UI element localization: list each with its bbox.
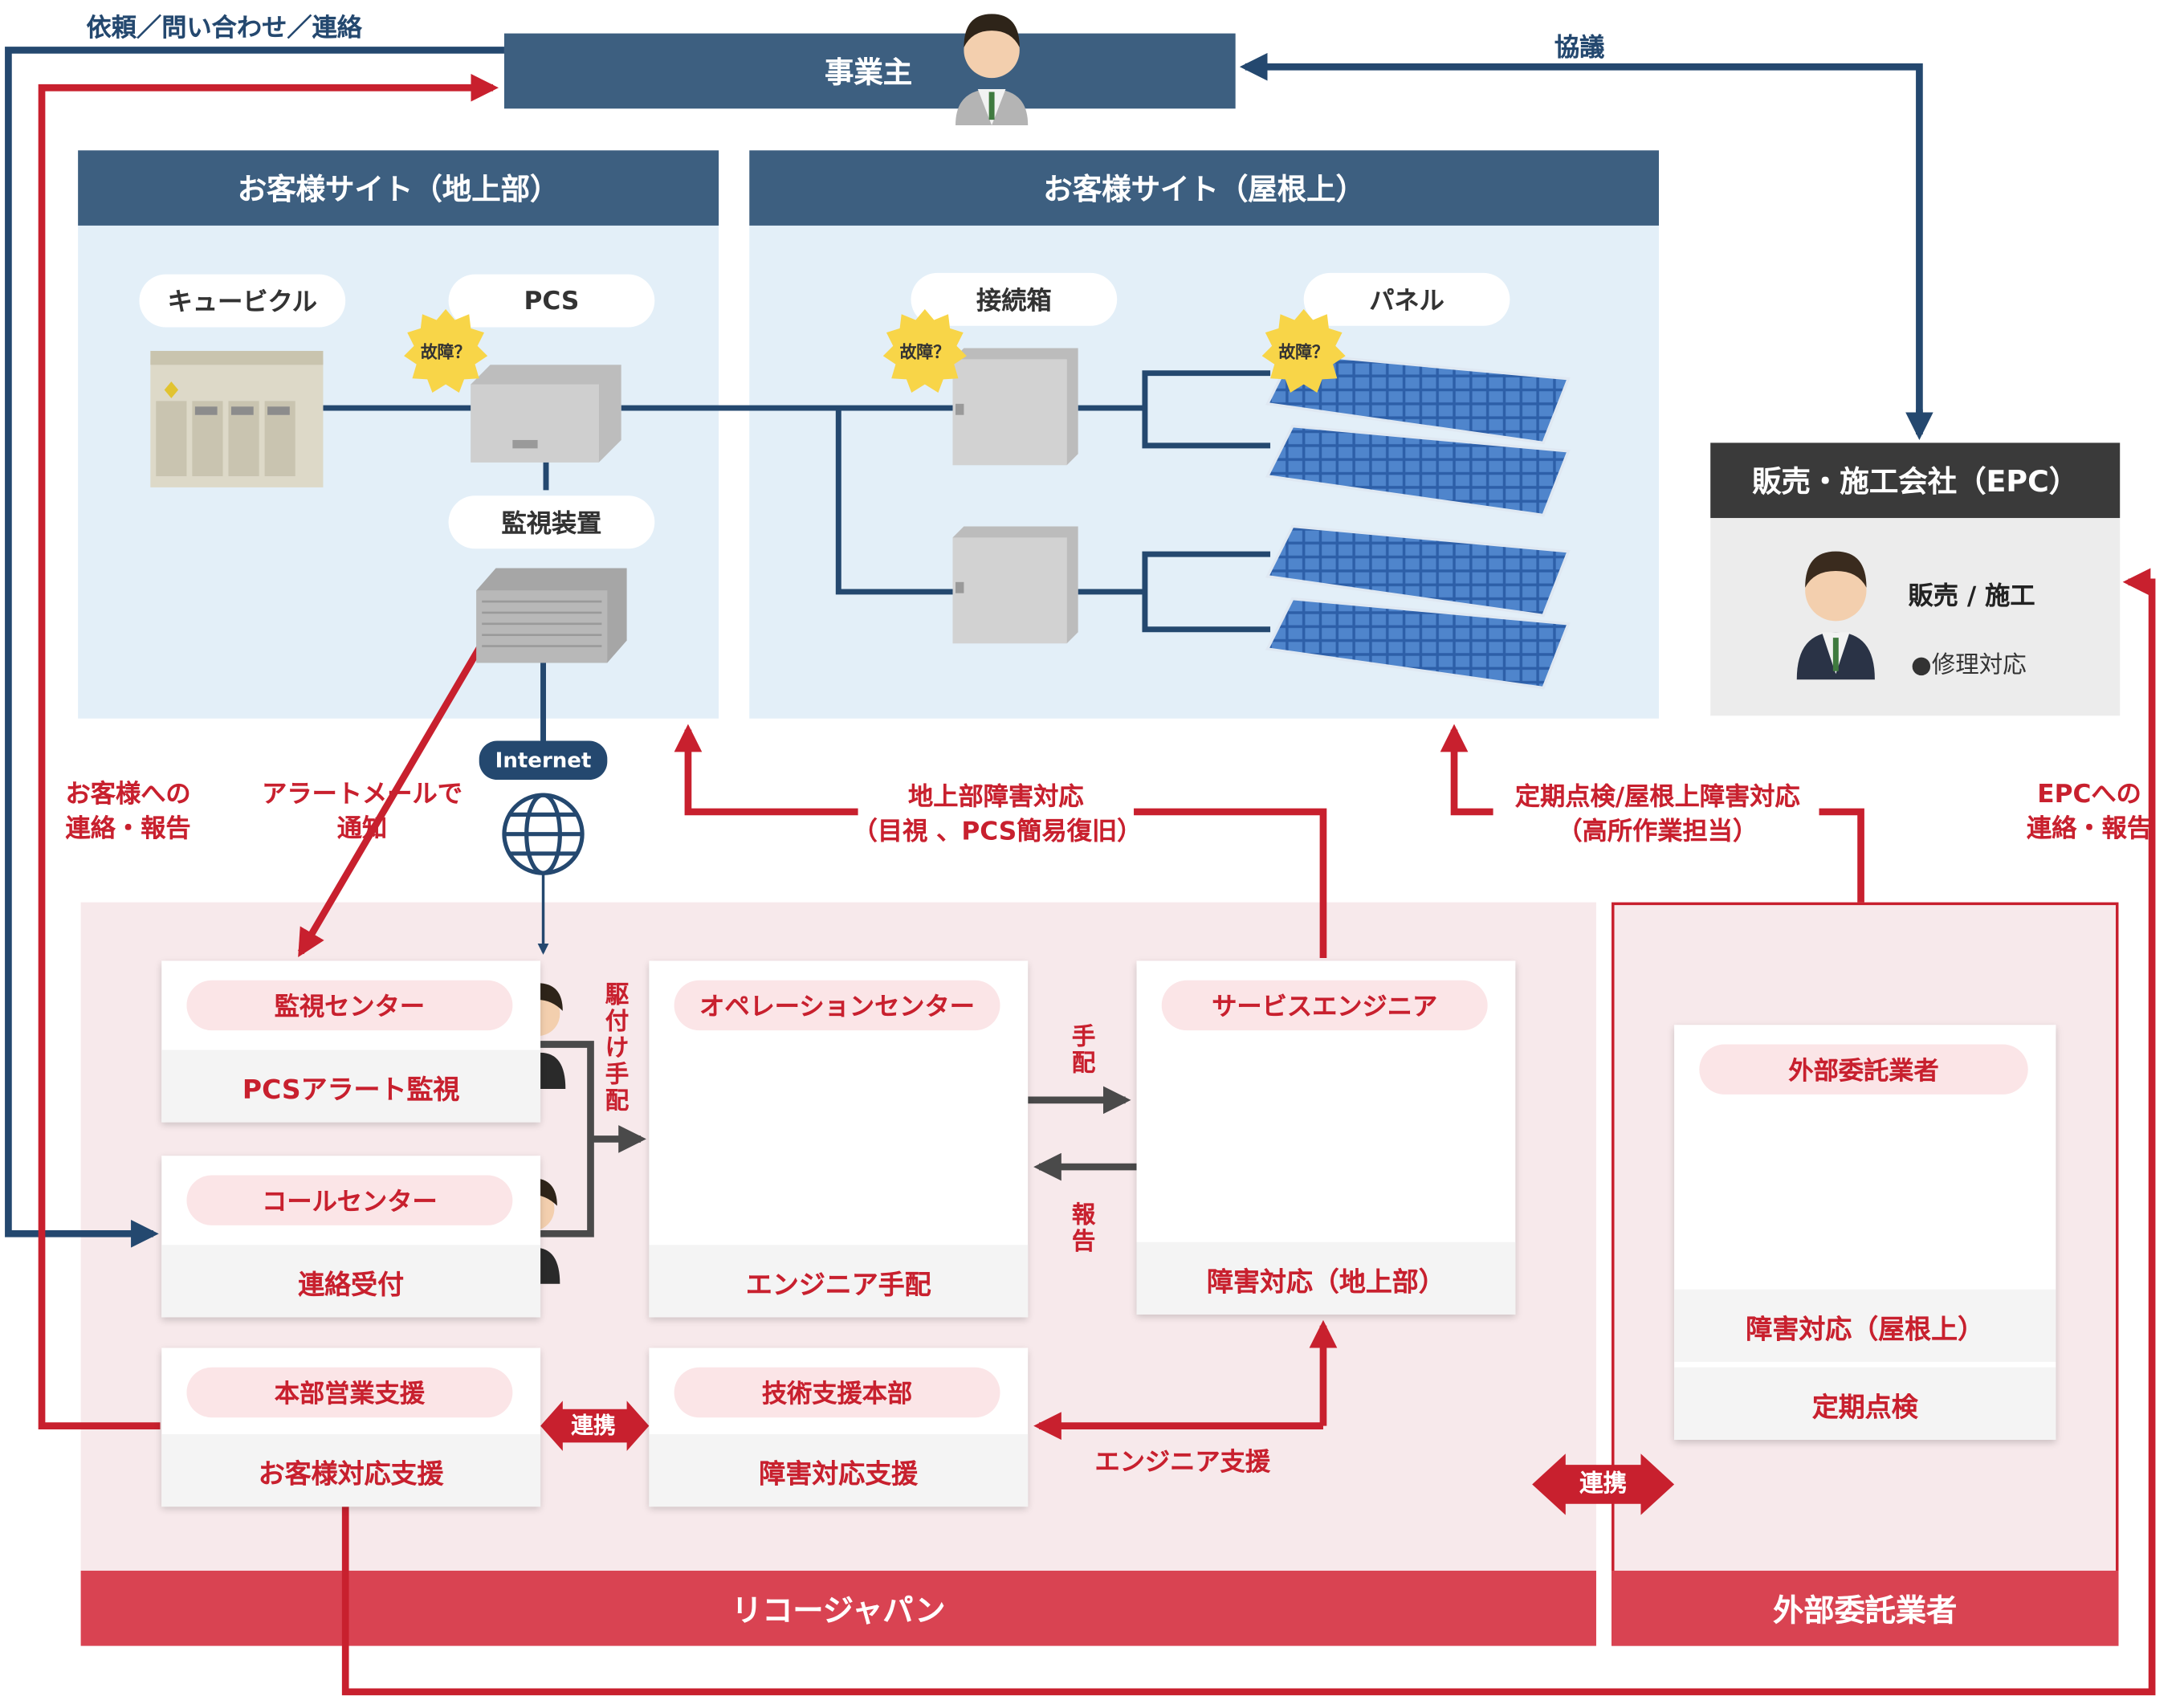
card-service-sub: 障害対応（地上部） — [1207, 1266, 1445, 1298]
card-call-sub: 連絡受付 — [298, 1270, 405, 1301]
epc-role: 販売 / 施工 — [1908, 581, 2035, 612]
solar-panels-drawing — [1265, 352, 1571, 690]
link-arrow-1 — [540, 1400, 650, 1451]
fault-badge-panel: 故障？ — [1262, 309, 1346, 393]
label-link-2: 連携 — [1579, 1470, 1628, 1498]
label-report: 報告 — [1071, 1201, 1096, 1257]
line-junction2-panels — [1078, 551, 1271, 633]
epc-person-icon — [1796, 551, 1875, 680]
label-engineer-support: エンジニア支援 — [1094, 1448, 1271, 1478]
link-arrow-2 — [1532, 1453, 1675, 1515]
owner-header: 事業主 — [503, 33, 1236, 109]
flow-ground-response — [688, 730, 1327, 958]
internet-badge: Internet — [479, 740, 608, 781]
card-service-title: サービスエンジニア — [1161, 980, 1488, 1031]
flow-epc-report — [341, 568, 2156, 1696]
card-call-title: コールセンター — [186, 1175, 513, 1225]
epc-box — [1710, 518, 2121, 716]
epc-header: 販売・施工会社（EPC） — [1710, 442, 2121, 519]
monitor-device-drawing — [476, 568, 627, 663]
outsource-footer: 外部委託業者 — [1612, 1570, 2119, 1646]
card-tech-sub: 障害対応支援 — [759, 1459, 919, 1490]
card-tech-title: 技術支援本部 — [674, 1367, 1000, 1418]
card-monitoring-sub: PCSアラート監視 — [242, 1074, 460, 1106]
flow-request — [5, 47, 504, 1248]
card-outsource-title: 外部委託業者 — [1699, 1044, 2028, 1095]
line-junction1-panels — [1078, 370, 1271, 449]
card-outsource-sub1: 障害対応（屋根上） — [1746, 1314, 1985, 1346]
card-sales-support: 本部営業支援 お客様対応支援 — [161, 1347, 541, 1507]
flow-customer-report — [38, 73, 499, 1429]
fault-badge-pcs: 故障？ — [404, 309, 487, 393]
label-request: 依頼／問い合わせ／連絡 — [86, 14, 363, 43]
cubicle-drawing — [150, 350, 324, 487]
epc-task: ●修理対応 — [1911, 651, 2027, 680]
label-cubicle: キュービクル — [139, 274, 346, 328]
flow-consult — [1239, 52, 1923, 426]
card-service-engineer: サービスエンジニア 障害対応（地上部） — [1136, 960, 1516, 1315]
label-periodic: 定期点検/屋根上障害対応（高所作業担当） — [1514, 782, 1800, 847]
owner-person-icon — [956, 14, 1029, 126]
label-alert-mail: アラートメールで通知 — [262, 780, 462, 844]
label-epc-report: EPCへの連絡・報告 — [2026, 780, 2153, 844]
label-customer-report: お客様への連絡・報告 — [65, 780, 191, 844]
flow-periodic — [1454, 730, 1864, 903]
card-outsource: 外部委託業者 障害対応（屋根上） 定期点検 — [1674, 1025, 2056, 1440]
card-monitoring-center: 監視センター PCSアラート監視 — [161, 960, 541, 1123]
flow-rush-dispatch — [540, 1041, 641, 1237]
card-sales-sub: お客様対応支援 — [258, 1459, 444, 1490]
card-monitoring-title: 監視センター — [186, 980, 513, 1031]
junction-box-drawing-1 — [952, 348, 1078, 466]
label-rush-dispatch: 駆付け手配 — [605, 981, 630, 1115]
label-link-1: 連携 — [571, 1412, 616, 1439]
card-sales-title: 本部営業支援 — [186, 1367, 513, 1418]
site-ground-header: お客様サイト（地上部） — [78, 150, 719, 226]
junction-box-drawing-2 — [952, 526, 1078, 644]
label-dispatch: 手配 — [1071, 1023, 1096, 1078]
label-consult: 協議 — [1554, 33, 1605, 63]
card-call-center: コールセンター 連絡受付 — [161, 1156, 541, 1318]
site-roof-header: お客様サイト（屋根上） — [749, 150, 1660, 226]
card-operation-sub: エンジニア手配 — [745, 1270, 931, 1301]
label-ground-response: 地上部障害対応（目視 、PCS簡易復旧） — [852, 782, 1143, 847]
ricoh-footer: リコージャパン — [80, 1570, 1596, 1646]
globe-icon — [502, 793, 585, 875]
card-operation-center: オペレーションセンター エンジニア手配 — [649, 960, 1029, 1318]
fault-badge-junction: 故障？ — [883, 309, 967, 393]
pcs-drawing — [471, 365, 621, 463]
card-tech-support: 技術支援本部 障害対応支援 — [649, 1347, 1029, 1507]
flow-alert-mail — [297, 627, 494, 958]
line-pcs-junction — [621, 405, 953, 595]
label-monitor-device: 監視装置 — [448, 495, 655, 549]
card-operation-title: オペレーションセンター — [674, 980, 1000, 1031]
card-outsource-sub2: 定期点検 — [1811, 1392, 1918, 1424]
